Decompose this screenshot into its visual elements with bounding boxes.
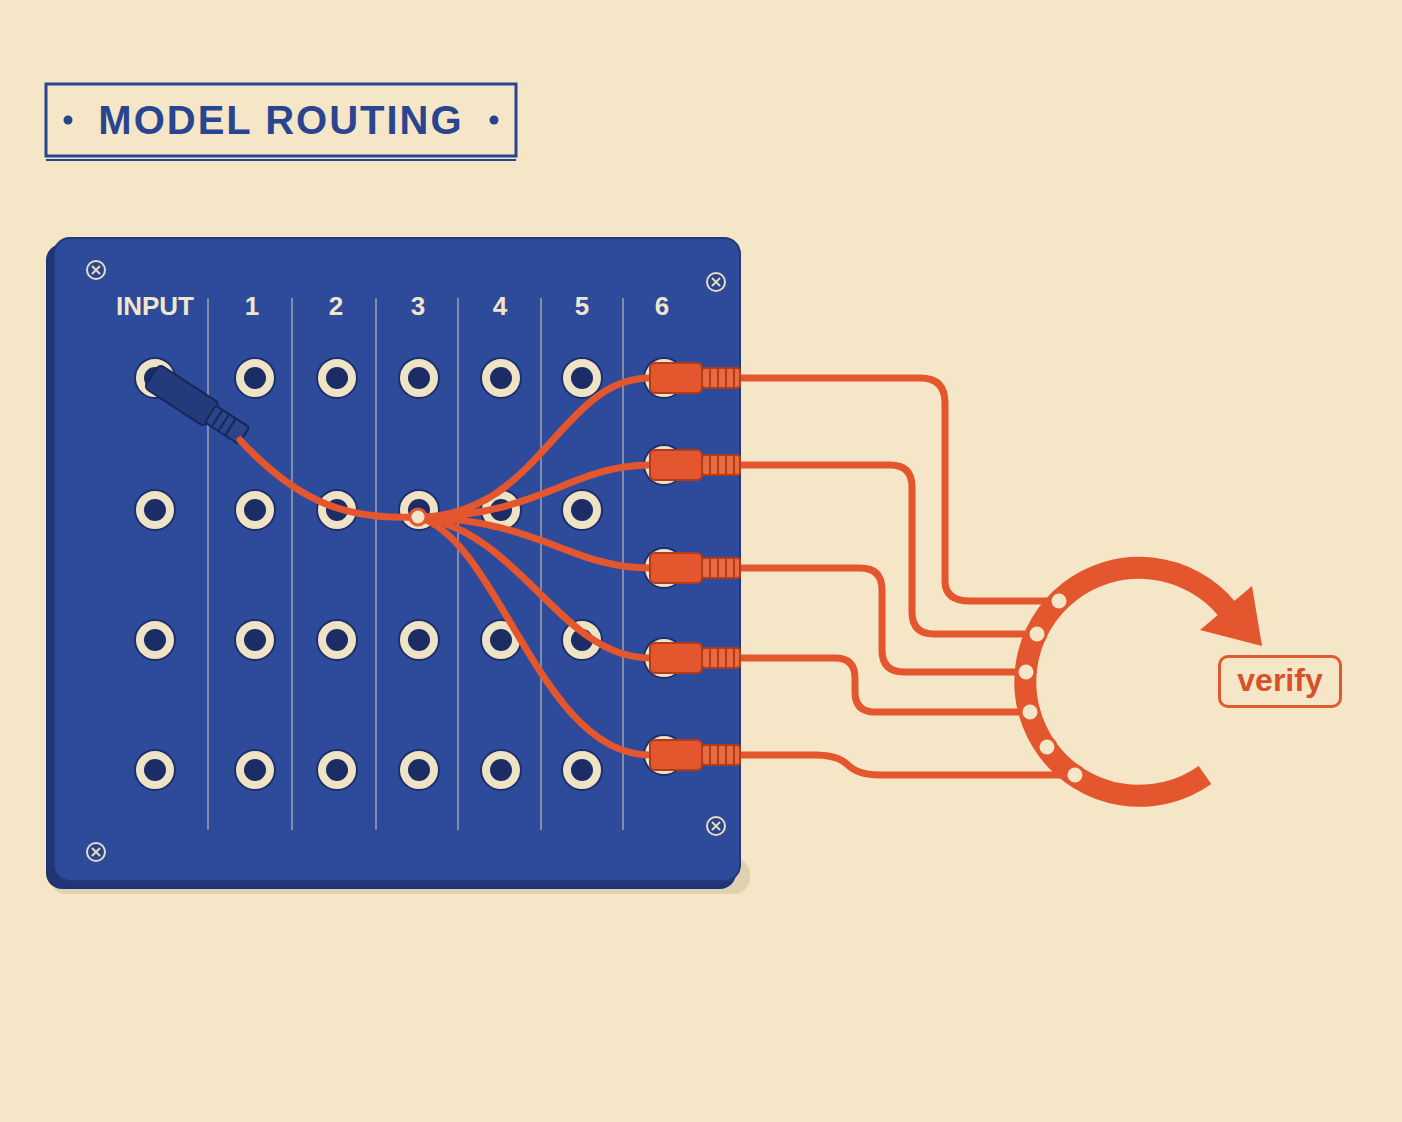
title: MODEL ROUTING xyxy=(98,98,463,143)
column-label: 5 xyxy=(575,291,589,322)
jack xyxy=(562,358,602,398)
jack xyxy=(317,620,357,660)
jack xyxy=(562,490,602,530)
screw xyxy=(87,261,105,279)
split-dot xyxy=(410,509,426,525)
screw xyxy=(707,817,725,835)
patch-panel xyxy=(46,238,750,894)
output-plug xyxy=(650,450,740,480)
jack xyxy=(399,620,439,660)
jack xyxy=(235,620,275,660)
screw xyxy=(707,273,725,291)
output-plug xyxy=(650,740,740,770)
jack xyxy=(135,620,175,660)
jack xyxy=(399,750,439,790)
cables xyxy=(240,378,1066,775)
jack xyxy=(317,358,357,398)
output-plug xyxy=(650,553,740,583)
jack xyxy=(135,490,175,530)
patch-panel: INPUT 1 2 3 4 5 6 xyxy=(52,240,740,885)
column-label: 2 xyxy=(329,291,343,322)
title-frame xyxy=(46,84,516,160)
jack xyxy=(135,750,175,790)
verify-box: verify xyxy=(1218,655,1341,708)
loop-label: verify xyxy=(1237,662,1322,699)
jack xyxy=(481,750,521,790)
jack xyxy=(562,750,602,790)
jack xyxy=(235,358,275,398)
jack xyxy=(399,358,439,398)
column-label: 3 xyxy=(411,291,425,322)
output-plug xyxy=(650,363,740,393)
jack xyxy=(235,490,275,530)
screw xyxy=(87,843,105,861)
input-plug xyxy=(144,364,252,447)
output-plug xyxy=(650,643,740,673)
column-label: INPUT xyxy=(116,291,194,322)
column-label: 1 xyxy=(245,291,259,322)
jack xyxy=(235,750,275,790)
column-label: 4 xyxy=(493,291,507,322)
jack xyxy=(481,358,521,398)
jack xyxy=(317,750,357,790)
column-label: 6 xyxy=(655,291,669,322)
